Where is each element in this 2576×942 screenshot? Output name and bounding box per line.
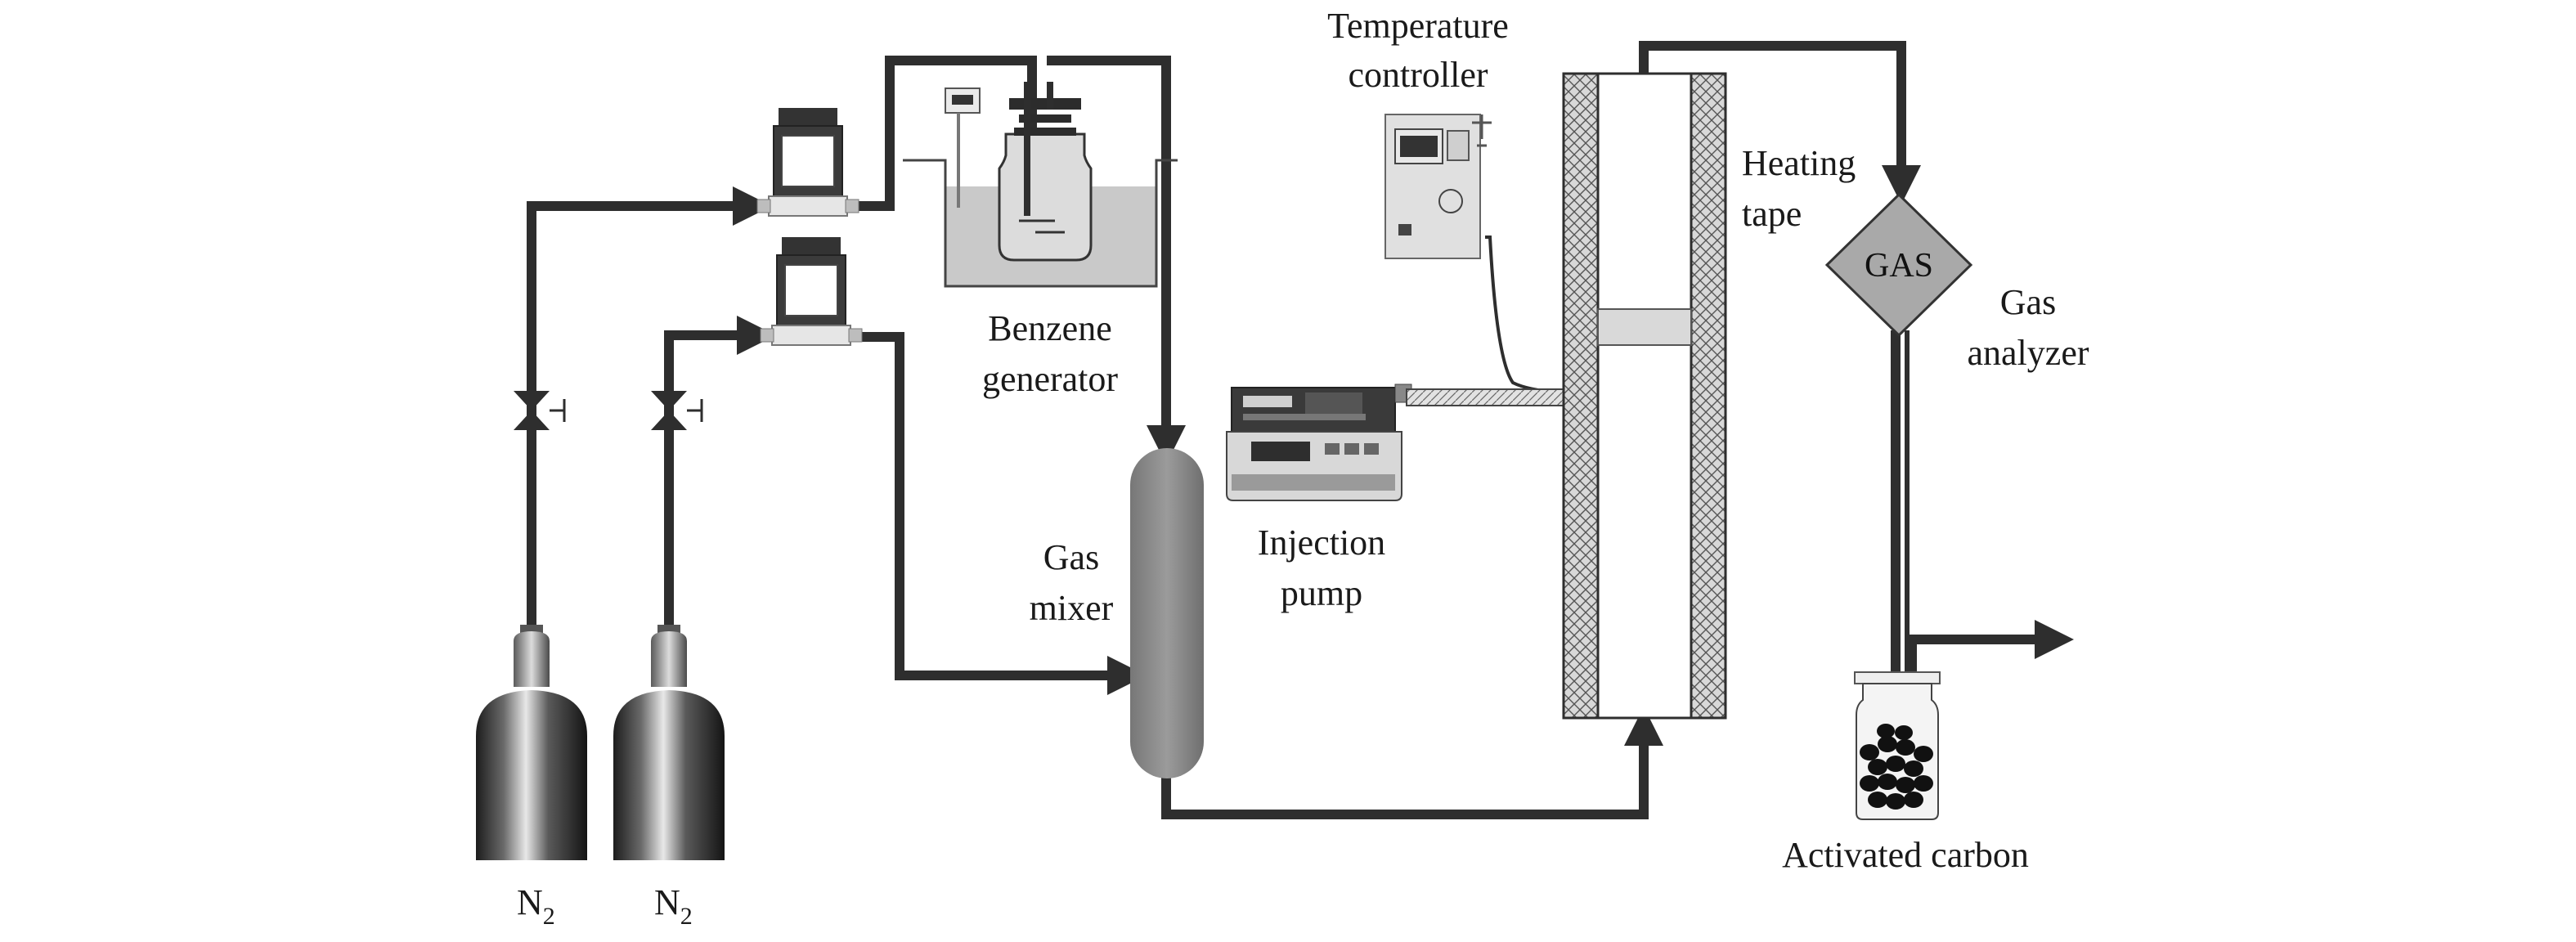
gas-analyzer-label-1: Gas <box>2000 282 2056 322</box>
gas-mixer-label-2: mixer <box>1030 588 1114 628</box>
n2-cylinder-2 <box>613 625 725 860</box>
heating-tape-label-1: Heating <box>1742 143 1856 183</box>
activated-carbon-label: Activated carbon <box>1782 835 2029 875</box>
valve-2[interactable] <box>651 391 703 430</box>
benzene-generator-label-1: Benzene <box>988 308 1111 348</box>
n2-cylinder-1 <box>476 625 587 860</box>
tube-reactor <box>1562 72 1727 720</box>
pipe-generator-to-mixer <box>1047 56 1186 464</box>
pipe-cylinder2-to-flowmeter2 <box>664 316 776 638</box>
gas-analyzer-label-2: analyzer <box>1968 333 2089 373</box>
temperature-controller-label-1: Temperature <box>1327 6 1509 46</box>
mass-flow-controller-2 <box>760 237 863 346</box>
benzene-generator-label-2: generator <box>982 359 1118 399</box>
cylinder-2-label: N2 <box>654 882 693 930</box>
gas-analyzer-badge: GAS <box>1865 247 1933 285</box>
heating-tape-label-2: tape <box>1742 194 1802 234</box>
pipes <box>527 41 2074 819</box>
pipe-mixer-to-reactor <box>1161 706 1663 819</box>
gas-mixer-label-1: Gas <box>1043 537 1099 577</box>
heating-tape <box>1406 388 1579 406</box>
gas-mixer <box>1130 448 1204 778</box>
pipe-flowmeter2-to-mixer <box>852 332 1147 695</box>
injection-pump-label-2: pump <box>1281 573 1362 613</box>
pipe-reactor-to-analyzer <box>1639 41 1921 204</box>
benzene-generator <box>903 82 1178 288</box>
valve-1[interactable] <box>514 391 566 430</box>
temperature-controller-label-2: controller <box>1348 55 1488 95</box>
gas-analyzer <box>1824 192 1973 338</box>
injection-pump <box>1226 384 1579 501</box>
temperature-controller <box>1384 114 1564 394</box>
injection-pump-label-1: Injection <box>1258 523 1385 563</box>
cylinder-1-label: N2 <box>517 882 555 930</box>
pipe-cylinder1-to-flowmeter1 <box>527 186 772 638</box>
activated-carbon-vessel <box>1854 671 1941 820</box>
mass-flow-controller-1 <box>756 108 859 217</box>
